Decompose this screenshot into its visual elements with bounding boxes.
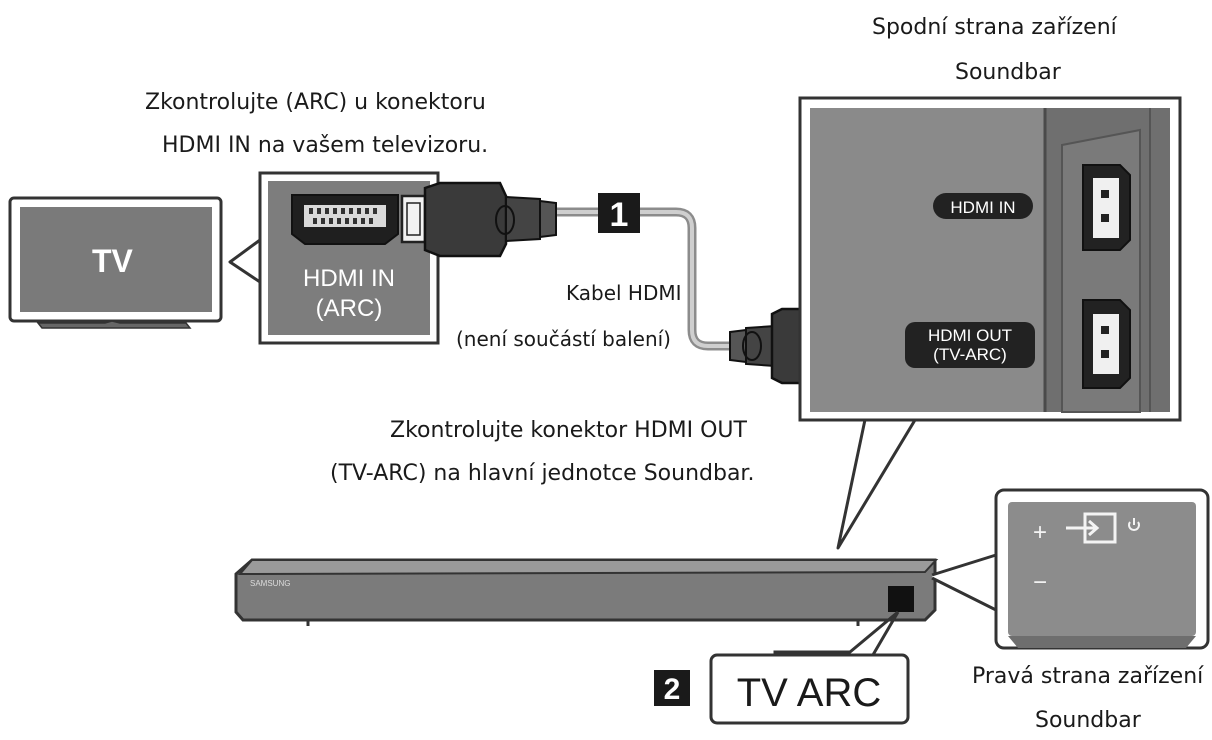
hdmi-plug-tv-end-icon — [400, 181, 557, 258]
cable-label-line1: Kabel HDMI — [566, 281, 682, 305]
tv-arc-label: TV ARC — [737, 671, 881, 715]
soundbar-bottom-callout: HDMI IN HDMI OUT (TV-ARC) — [798, 96, 1182, 550]
soundbar-port-out-label-line2: (TV-ARC) — [933, 345, 1007, 364]
cable-label-line2: (není součástí balení) — [456, 327, 671, 351]
soundbar-bottom-caption-line1: Zkontrolujte konektor HDMI OUT — [390, 418, 747, 443]
tv-label: TV — [92, 243, 134, 279]
volume-down-label: − — [1033, 569, 1047, 596]
step-2-badge: 2 — [654, 670, 690, 706]
tv-port-caption-line1: Zkontrolujte (ARC) u konektoru — [145, 90, 486, 115]
soundbar-port-in-label: HDMI IN — [950, 198, 1015, 217]
tv-port-label-line2: (ARC) — [316, 295, 383, 322]
soundbar-hdmi-in-port-icon — [1082, 164, 1131, 251]
soundbar-port-out-label-line1: HDMI OUT — [928, 326, 1012, 345]
soundbar-right-title-line1: Pravá strana zařízení — [972, 664, 1204, 689]
volume-up-label: + — [1033, 519, 1047, 546]
tv: TV — [8, 196, 223, 329]
tv-port-label-line1: HDMI IN — [303, 265, 395, 292]
tv-hdmi-port-icon — [291, 194, 399, 245]
power-icon — [1128, 518, 1140, 531]
soundbar-brand: SAMSUNG — [250, 579, 290, 588]
step-1-number: 1 — [610, 196, 629, 234]
tv-hdmi-callout: HDMI IN (ARC) — [228, 171, 440, 345]
soundbar-right-title-line2: Soundbar — [1035, 708, 1141, 733]
source-input-icon — [1066, 512, 1117, 544]
soundbar-right-callout: + − — [931, 488, 1210, 650]
tv-port-caption-line2: HDMI IN na vašem televizoru. — [162, 133, 489, 158]
soundbar-bottom-caption-line2: (TV-ARC) na hlavní jednotce Soundbar. — [330, 461, 755, 486]
step-1-badge: 1 — [598, 193, 640, 234]
step-2-number: 2 — [664, 673, 681, 706]
tv-arc-callout: TV ARC 2 — [654, 610, 910, 725]
soundbar-hdmi-out-port-icon — [1082, 299, 1131, 389]
soundbar: SAMSUNG — [234, 558, 939, 626]
soundbar-bottom-title-line1: Spodní strana zařízení — [872, 15, 1117, 40]
soundbar-bottom-title-line2: Soundbar — [955, 60, 1061, 85]
